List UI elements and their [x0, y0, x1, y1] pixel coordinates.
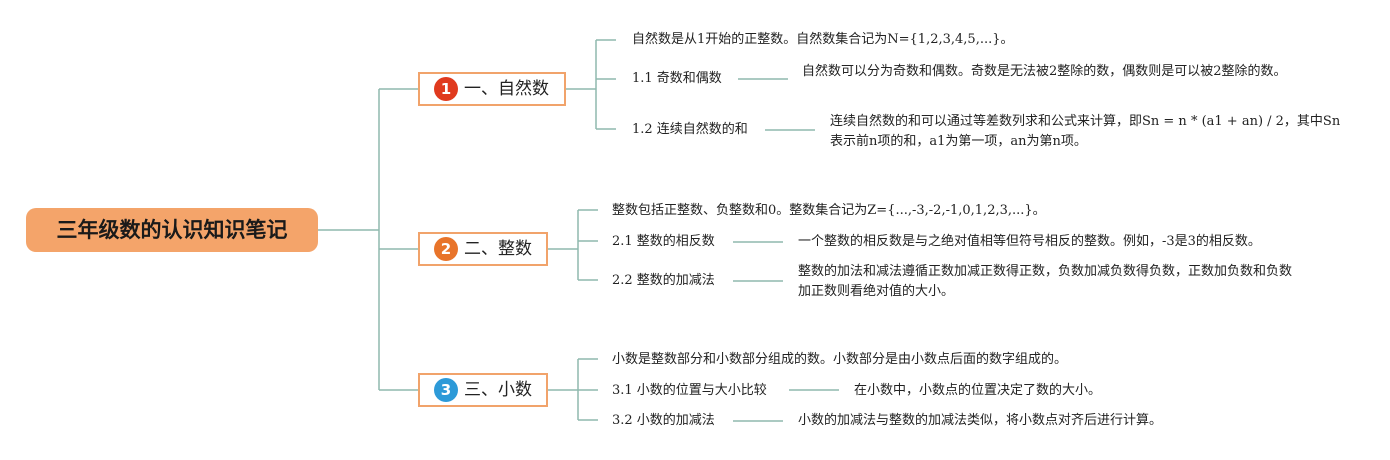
- topic-2-1-label[interactable]: 2.1 整数的相反数: [612, 234, 715, 249]
- topic-2-2-detail: 整数的加法和减法遵循正数加减正数得正数，负数加减负数得负数，正数加负数和负数加正…: [798, 264, 1293, 299]
- intro-text-decimals: 小数是整数部分和小数部分组成的数。小数部分是由小数点后面的数字组成的。: [612, 352, 1068, 367]
- topic-1-2-label[interactable]: 1.2 连续自然数的和: [632, 122, 748, 137]
- branch-label: 一、自然数: [464, 78, 549, 99]
- topic-2-1-detail: 一个整数的相反数是与之绝对值相等但符号相反的整数。例如，-3是3的相反数。: [798, 234, 1261, 249]
- intro-text-integers: 整数包括正整数、负整数和0。整数集合记为Z={...,-3,-2,-1,0,1,…: [612, 203, 1046, 218]
- branch-node-integers[interactable]: 2 二、整数: [418, 232, 548, 266]
- topic-2-2-label[interactable]: 2.2 整数的加减法: [612, 273, 715, 288]
- number-badge-2: 2: [434, 237, 458, 261]
- intro-text-natural-numbers: 自然数是从1开始的正整数。自然数集合记为N={1,2,3,4,5,...}。: [632, 32, 1014, 47]
- number-badge-1: 1: [434, 77, 458, 101]
- topic-3-2-label[interactable]: 3.2 小数的加减法: [612, 413, 715, 428]
- branch-label: 三、小数: [464, 379, 532, 400]
- topic-1-2-detail: 连续自然数的和可以通过等差数列求和公式来计算，即Sn = n * (a1 + a…: [830, 114, 1341, 149]
- number-badge-3: 3: [434, 378, 458, 402]
- branch-node-decimals[interactable]: 3 三、小数: [418, 373, 548, 407]
- topic-1-1-label[interactable]: 1.1 奇数和偶数: [632, 71, 722, 86]
- topic-3-1-label[interactable]: 3.1 小数的位置与大小比较: [612, 383, 767, 398]
- branch-label: 二、整数: [464, 238, 532, 259]
- topic-3-2-detail: 小数的加减法与整数的加减法类似，将小数点对齐后进行计算。: [798, 413, 1163, 428]
- root-node[interactable]: 三年级数的认识知识笔记: [26, 208, 318, 252]
- topic-1-1-detail: 自然数可以分为奇数和偶数。奇数是无法被2整除的数，偶数则是可以被2整除的数。: [802, 64, 1287, 79]
- topic-3-1-detail: 在小数中，小数点的位置决定了数的大小。: [854, 383, 1102, 398]
- branch-node-natural-numbers[interactable]: 1 一、自然数: [418, 72, 566, 106]
